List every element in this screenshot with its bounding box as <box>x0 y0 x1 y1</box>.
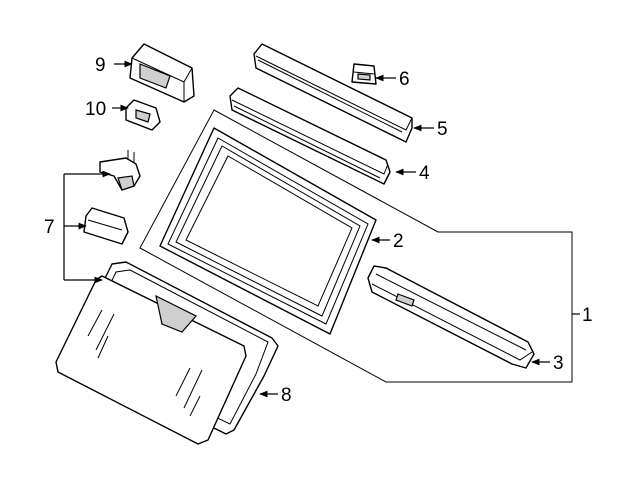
callout-3: 3 <box>553 353 564 374</box>
part-7-latch-bracket <box>99 150 141 191</box>
part-4-trim-strip <box>229 87 391 185</box>
part-5-trim-strip <box>253 43 413 143</box>
callout-5: 5 <box>437 119 448 140</box>
callout-6: 6 <box>399 69 410 90</box>
assembly-outline <box>139 109 573 383</box>
part-10-cap <box>125 99 161 131</box>
callout-8: 8 <box>281 385 292 406</box>
callout-4: 4 <box>419 163 430 184</box>
callout-10: 10 <box>85 99 106 120</box>
part-9-handle-housing <box>129 43 195 103</box>
part-7-pad <box>83 207 129 245</box>
callout-9: 9 <box>95 55 106 76</box>
part-2-frame <box>159 127 377 335</box>
part-6-clip <box>351 63 377 85</box>
callout-1: 1 <box>582 305 593 326</box>
part-8-glass <box>55 275 247 445</box>
callout-7: 7 <box>44 217 55 238</box>
callout-2: 2 <box>393 231 404 252</box>
part-3-side-trim <box>367 265 535 369</box>
